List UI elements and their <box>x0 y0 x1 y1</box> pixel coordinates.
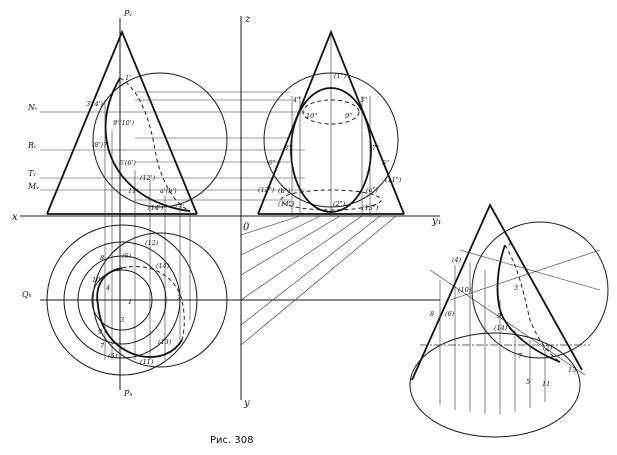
sv-point: (13") <box>362 204 379 212</box>
iso-point: 8 <box>430 310 434 318</box>
label-pv: Pᵥ <box>123 9 132 18</box>
axis-x-label: x <box>12 212 18 223</box>
label-mv: Mᵥ <box>27 182 39 191</box>
sv-point: (14") <box>278 200 295 208</box>
front-view: Pᵥ Nᵥ Rᵥ Tᵥ Mᵥ 1' 3'(4') 9'(10') (8')7' … <box>27 9 305 390</box>
tv-point: 3 <box>120 316 124 324</box>
tv-point: (11) <box>140 358 154 366</box>
figure-caption: Рис. 308 <box>210 435 253 446</box>
axis-y1-label: y₁ <box>431 216 442 227</box>
sv-point: (b") <box>278 187 291 195</box>
axis-z-label: z <box>244 14 251 25</box>
tv-point: 8 <box>100 254 104 262</box>
tv-point: 4 <box>105 284 110 292</box>
iso-point: 3 <box>514 284 518 292</box>
iso-point: 9 <box>497 312 501 320</box>
iso-point: 7 <box>518 352 523 360</box>
fv-point: (14') <box>148 204 164 212</box>
iso-view: (4) (10) 8 (6) 1 3 9 (14) (2) 7 13 5 11 <box>409 202 609 438</box>
tv-point: (6) <box>122 252 132 260</box>
tv-point: 2 <box>176 294 181 302</box>
sv-point: 9" <box>345 112 352 120</box>
sv-point: 8" <box>284 144 291 152</box>
label-ph: Pₕ <box>123 389 133 398</box>
origin-label: 0 <box>243 222 250 233</box>
label-rv: Rᵥ <box>27 141 37 150</box>
sv-point: 5" <box>382 159 389 167</box>
iso-point: (10) <box>458 286 472 294</box>
fv-point: (12') <box>140 174 156 182</box>
sv-point: 4" <box>292 96 300 104</box>
projection-lines <box>135 91 290 201</box>
side-view: (1") 4" 3" 10" 9" 8" 7" 6" 5" (12") (a")… <box>257 29 405 216</box>
sv-point: (a") <box>366 186 378 194</box>
tv-point: (5) <box>108 352 118 360</box>
iso-point: (14) <box>494 324 508 332</box>
fv-point: 13' <box>174 203 184 211</box>
iso-point: 1 <box>508 239 512 247</box>
tv-point: 7 <box>100 342 105 350</box>
tv-point: 9 <box>98 328 102 336</box>
label-nv: Nᵥ <box>27 103 38 112</box>
sv-point: (2") <box>333 200 346 208</box>
tv-point: 10 <box>92 276 100 284</box>
sv-point: (12") <box>258 186 275 194</box>
axis-y-label: y <box>243 398 250 409</box>
iso-point: 5 <box>526 378 530 386</box>
fv-point: (8')7' <box>92 141 109 149</box>
sv-point: 3" <box>360 96 367 104</box>
tv-point: (12) <box>145 239 159 247</box>
fv-point: 3'(4') <box>86 100 103 108</box>
sv-point: (1") <box>334 72 347 80</box>
sv-point: 7" <box>372 144 379 152</box>
iso-point: 11 <box>542 380 550 388</box>
tv-point: 1 <box>128 298 132 306</box>
tv-point: (13) <box>158 338 172 346</box>
iso-point: (4) <box>452 256 462 264</box>
tv-point: (14) <box>156 262 170 270</box>
sv-point: 6" <box>268 159 275 167</box>
label-qh: Qₕ <box>22 290 32 299</box>
fv-point: 9'(10') <box>113 119 135 127</box>
fv-point: a'(b') <box>160 187 177 195</box>
top-view: Qₕ Pₕ (12) (6) 8 (14) 10 4 1 2 3 (13) 9 … <box>22 224 440 398</box>
iso-point: (6) <box>445 310 455 318</box>
fv-point: 11' <box>128 187 138 195</box>
iso-point: 13 <box>568 366 576 374</box>
transfer-lines <box>240 215 397 346</box>
sv-point: (11") <box>385 176 402 184</box>
fv-point: 5'(6') <box>119 159 136 167</box>
fv-point: 1' <box>125 74 131 82</box>
label-tv: Tᵥ <box>28 169 36 178</box>
sv-point: 10" <box>306 112 317 120</box>
iso-point: (2) <box>543 344 553 352</box>
